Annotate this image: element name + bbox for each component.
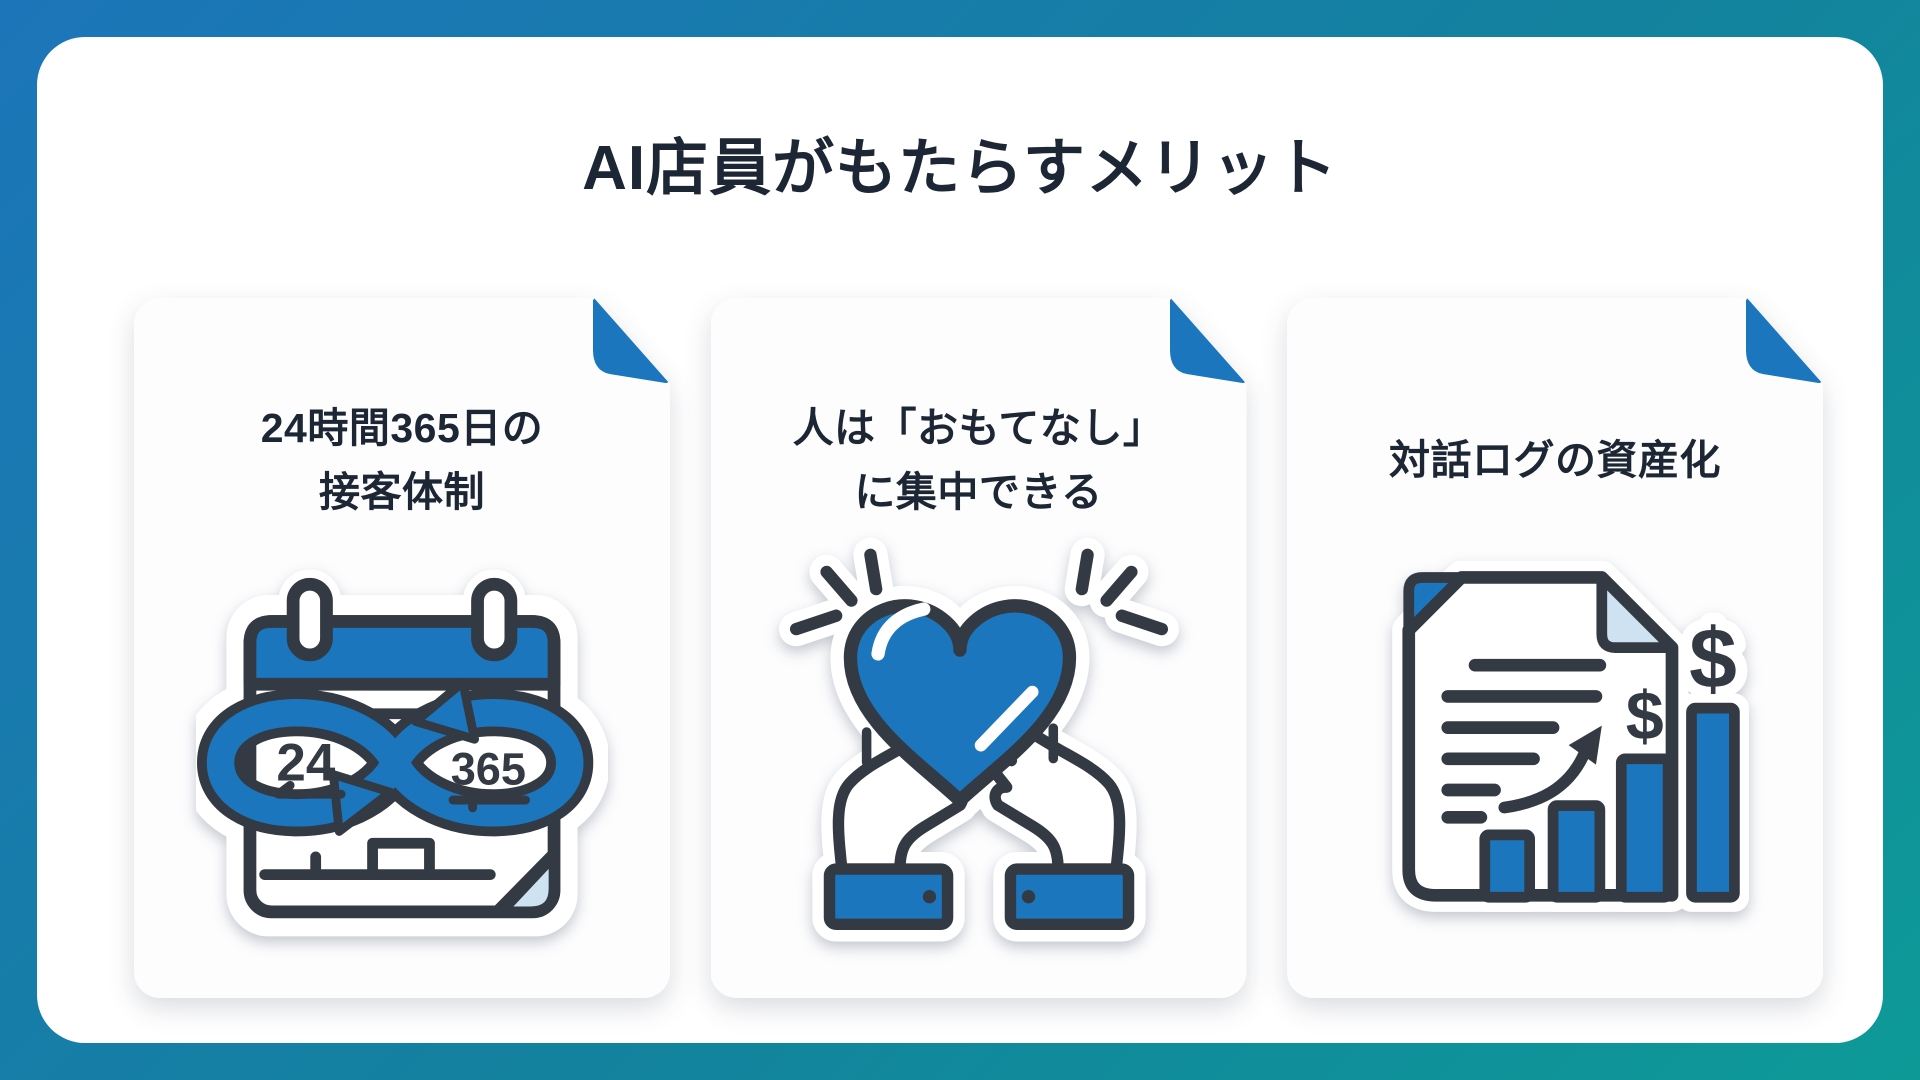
folded-corner-icon: [1169, 298, 1247, 386]
card-title: 人は「おもてなし」 に集中できる: [792, 405, 1165, 515]
calendar-24-365-icon: 24 365: [196, 545, 608, 957]
benefit-card-2-surface: 人は「おもてなし」 に集中できる: [711, 298, 1247, 998]
card-title: 対話ログの資産化: [1389, 437, 1721, 484]
cards-row: 24時間365日の 接客体制: [134, 298, 1823, 998]
document-bar-chart-icon: $ $: [1345, 556, 1765, 946]
hands-holding-heart-icon: [779, 536, 1179, 966]
calendar-days-label: 365: [451, 743, 526, 794]
dollar-small-label: $: [1626, 678, 1664, 754]
benefit-card-3-surface: 対話ログの資産化 $ $: [1287, 298, 1823, 998]
benefit-card-1-surface: 24時間365日の 接客体制: [134, 298, 670, 998]
calendar-hours-label: 24: [276, 733, 335, 792]
card-icon-area: [711, 530, 1247, 998]
folded-corner-icon: [1745, 298, 1823, 386]
benefit-card-3: 対話ログの資産化 $ $: [1287, 298, 1823, 998]
card-title: 24時間365日の 接客体制: [260, 405, 544, 515]
folded-corner-icon: [592, 298, 670, 386]
dollar-large-label: $: [1689, 611, 1737, 707]
card-icon-area: $ $: [1287, 530, 1823, 998]
page-title: AI店員がもたらすメリット: [582, 134, 1338, 203]
svg-text:$: $: [1689, 611, 1737, 707]
benefit-card-2: 人は「おもてなし」 に集中できる: [711, 298, 1247, 998]
benefit-card-1: 24時間365日の 接客体制: [134, 298, 670, 998]
card-icon-area: 24 365: [134, 530, 670, 998]
content-panel: AI店員がもたらすメリット 24時間365日の 接客体制: [37, 37, 1883, 1043]
